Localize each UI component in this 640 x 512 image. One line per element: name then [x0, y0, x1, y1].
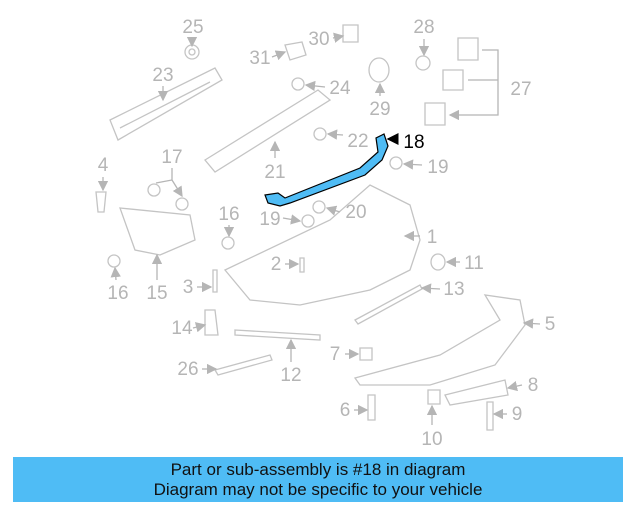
callout-9: 9: [512, 404, 523, 425]
callout-16-left: 16: [107, 283, 128, 304]
callout-12: 12: [280, 365, 301, 386]
callout-labels: 25 23 31 30 24 28 29 27 22 18 19 21 17 4…: [98, 17, 556, 450]
callout-8: 8: [528, 375, 539, 396]
callout-26: 26: [177, 359, 198, 380]
callout-18[interactable]: 18: [403, 132, 424, 153]
callout-15: 15: [146, 283, 167, 304]
callout-17: 17: [161, 147, 182, 168]
banner-line-1: Part or sub-assembly is #18 in diagram: [170, 460, 466, 479]
callout-25: 25: [182, 17, 203, 38]
callout-31: 31: [249, 48, 270, 69]
callout-11: 11: [464, 253, 484, 274]
leader-arrows: [97, 32, 541, 425]
callout-2: 2: [271, 254, 282, 275]
callout-24: 24: [329, 78, 351, 99]
callout-4: 4: [98, 155, 109, 176]
callout-5: 5: [545, 314, 556, 335]
callout-30: 30: [308, 29, 329, 50]
callout-10: 10: [421, 429, 442, 450]
callout-27: 27: [510, 79, 531, 100]
callout-7: 7: [330, 344, 341, 365]
callout-14: 14: [171, 318, 193, 339]
callout-16: 16: [218, 204, 239, 225]
info-banner: Part or sub-assembly is #18 in diagram D…: [13, 457, 623, 502]
callout-1: 1: [427, 227, 438, 248]
banner-line-2: Diagram may not be specific to your vehi…: [153, 480, 483, 499]
callout-3: 3: [183, 277, 194, 298]
callout-29: 29: [369, 99, 390, 120]
callout-23: 23: [152, 65, 173, 86]
callout-13: 13: [443, 279, 464, 300]
callout-19: 19: [427, 157, 448, 178]
callout-28: 28: [413, 17, 434, 38]
callout-6: 6: [340, 400, 351, 421]
callout-21: 21: [264, 162, 285, 183]
callout-20: 20: [345, 202, 366, 223]
callout-22: 22: [347, 131, 368, 152]
callout-19-lower: 19: [259, 209, 280, 230]
part-18-highlighted[interactable]: [264, 133, 389, 207]
